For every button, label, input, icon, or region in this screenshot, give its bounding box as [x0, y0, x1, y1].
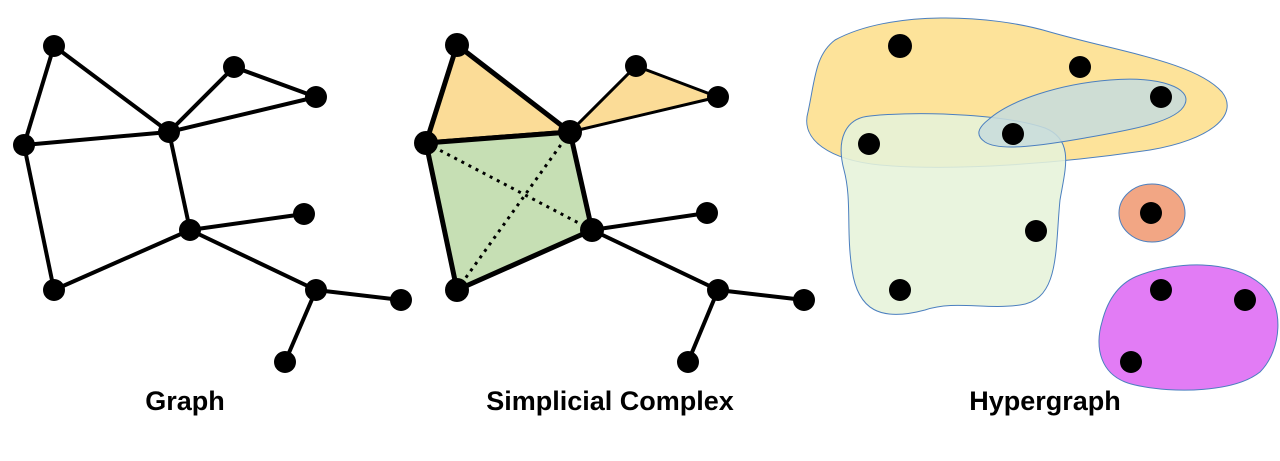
graph-node [293, 203, 315, 225]
simplex-triangle-left [423, 42, 573, 146]
simplex-node [707, 279, 729, 301]
hypergraph-caption: Hypergraph [969, 386, 1121, 416]
hyper-node [888, 34, 912, 58]
hyper-node [1025, 220, 1047, 242]
graph-node [13, 134, 35, 156]
graph-node [390, 289, 412, 311]
graph-node [43, 35, 65, 57]
hypergraph-panel [806, 17, 1279, 391]
graph-node [158, 121, 180, 143]
simplex-node [793, 289, 815, 311]
simplex-node [414, 131, 438, 155]
simplex-hidden-edges [425, 131, 593, 291]
graph-edge [283, 289, 318, 363]
graph-panel [13, 35, 412, 373]
graph-node [305, 86, 327, 108]
graph-edge [23, 130, 170, 147]
simplex-node [558, 120, 582, 144]
graph-edge [167, 65, 236, 134]
hyper-node [1150, 86, 1172, 108]
graph-edge [189, 212, 305, 232]
simplex-edge [591, 211, 708, 232]
graph-edge [22, 144, 56, 291]
simplex-triangle-right [568, 64, 720, 134]
graph-node [179, 219, 201, 241]
graph-edges [22, 44, 402, 363]
graph-node [305, 279, 327, 301]
simplex-node [625, 55, 647, 77]
graph-edge [189, 228, 317, 292]
simplex-node [707, 86, 729, 108]
hyper-node [1002, 123, 1024, 145]
simplex-node [677, 351, 699, 373]
simplicial-panel [414, 33, 815, 373]
graph-edge [315, 288, 402, 302]
graph-caption: Graph [145, 386, 225, 416]
hyper-node [858, 133, 880, 155]
simplex-node [445, 278, 469, 302]
hyper-node [889, 279, 911, 301]
hyper-node [1150, 279, 1172, 301]
simplex-edge [591, 228, 719, 292]
graph-node [43, 279, 65, 301]
graph-node [223, 56, 245, 78]
hyperedge-magenta [1098, 264, 1279, 391]
hyper-node [1140, 202, 1162, 224]
graph-edge [22, 45, 56, 146]
simplex-edge [717, 288, 805, 302]
graph-edge [168, 95, 317, 134]
graph-edge [52, 44, 171, 134]
simplex-dotted-edge [455, 131, 572, 291]
simplex-node [696, 202, 718, 224]
hyperedge-blue [978, 78, 1187, 148]
graph-edge [53, 228, 191, 292]
graph-nodes [13, 35, 412, 373]
simplex-edges [591, 211, 805, 363]
graph-node [274, 351, 296, 373]
simplex-tetrahedron [423, 129, 595, 293]
simplex-node [580, 218, 604, 242]
graph-edge [167, 131, 192, 231]
hypergraph-nodes [858, 34, 1256, 373]
simplex-node [445, 33, 469, 57]
hyper-node [1234, 289, 1256, 311]
hyper-node [1120, 351, 1142, 373]
simplex-edge [686, 289, 720, 363]
simplex-nodes [414, 33, 815, 373]
hyper-node [1069, 56, 1091, 78]
simplicial-complex-caption: Simplicial Complex [486, 386, 734, 416]
graph-edge [233, 65, 317, 99]
